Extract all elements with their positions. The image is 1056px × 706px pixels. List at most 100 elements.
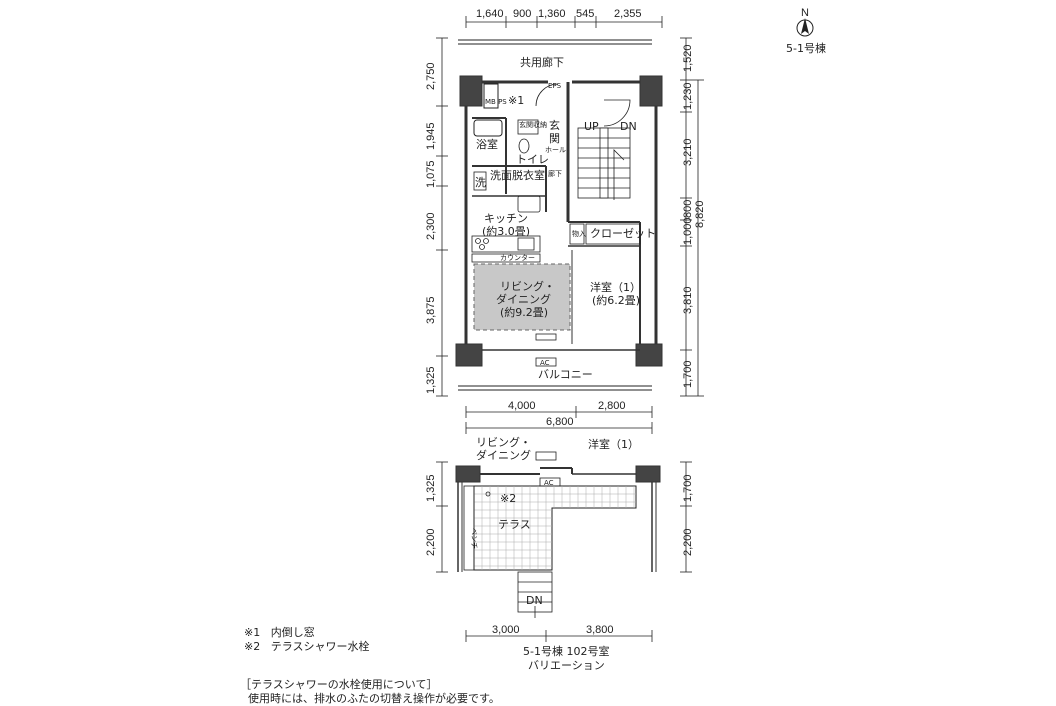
room-balcony: バルコニー bbox=[538, 368, 593, 381]
caption-unit: 5-1号棟 102号室 bbox=[523, 645, 610, 658]
closet-box bbox=[585, 223, 641, 245]
room-eps: EPS bbox=[548, 82, 562, 90]
top-dimension-line bbox=[465, 16, 663, 28]
room-toilet: トイレ bbox=[516, 153, 549, 166]
dim-left-4: 2,300 bbox=[425, 212, 437, 240]
dim-left2-2: 2,200 bbox=[425, 528, 437, 556]
dim-right-4: 800 bbox=[682, 200, 694, 218]
sink-icon bbox=[517, 195, 541, 213]
dim-top-3: 1,360 bbox=[538, 8, 566, 20]
room-bath: 浴室 bbox=[476, 137, 498, 151]
dim-right-6: 3,810 bbox=[682, 286, 694, 314]
room-kitchen-size: (約3.0畳) bbox=[482, 224, 530, 238]
room-living-1: リビング・ bbox=[500, 279, 555, 293]
room-kitchen: キッチン bbox=[484, 212, 528, 225]
living-area bbox=[473, 263, 571, 331]
stairs-down: DN bbox=[620, 120, 637, 133]
bottom-dimension-line bbox=[465, 406, 653, 434]
lower-living-2: ダイニング bbox=[476, 448, 531, 462]
bench-box bbox=[463, 485, 475, 571]
room-wash: 洗 bbox=[475, 176, 486, 189]
dim-right-2: 1,230 bbox=[682, 82, 694, 110]
lower-ac-indoor bbox=[535, 451, 557, 461]
dim-top-1: 1,640 bbox=[476, 8, 504, 20]
room-hallway: 廊下 bbox=[548, 169, 562, 178]
lower-ac: AC bbox=[544, 479, 554, 487]
dim-left-5: 3,875 bbox=[425, 296, 437, 324]
lower-dn: DN bbox=[526, 594, 543, 607]
terrace-grid bbox=[474, 486, 636, 570]
room-closet: クローゼット bbox=[590, 227, 656, 240]
caption-variation: バリエーション bbox=[528, 659, 605, 672]
entrance-door bbox=[535, 83, 559, 107]
corridor-rail bbox=[458, 39, 652, 45]
room-corridor: 共用廊下 bbox=[520, 55, 564, 69]
storage-box bbox=[569, 223, 585, 245]
dim-right-total: 8,820 bbox=[694, 200, 706, 228]
ac-unit bbox=[535, 357, 557, 367]
mbps-box bbox=[483, 83, 499, 109]
dim-right2-1: 1,700 bbox=[682, 474, 694, 502]
note-2: ※2 テラスシャワー水栓 bbox=[244, 638, 370, 654]
room-mono: 物入 bbox=[572, 229, 586, 238]
notes-box-title: ［テラスシャワーの水栓使用について］ bbox=[240, 678, 438, 691]
note-1: ※1 内倒し窓 bbox=[244, 624, 315, 640]
dim-right-5: 1,000 bbox=[682, 217, 694, 245]
notes-box-text: 使用時には、排水のふたの切替え操作が必要です。 bbox=[248, 692, 500, 705]
stairwell bbox=[577, 99, 631, 200]
room-bedroom: 洋室（1） bbox=[590, 280, 641, 294]
room-storage: 玄関収納 bbox=[519, 120, 547, 129]
compass-north: N bbox=[801, 7, 809, 19]
room-genkan-1: 玄 bbox=[549, 118, 560, 132]
room-bedroom-size: (約6.2畳) bbox=[592, 293, 640, 307]
lower-walls bbox=[455, 465, 661, 572]
ac-indoor bbox=[535, 333, 557, 341]
kitchen-counter bbox=[471, 235, 541, 263]
room-hall: ホール bbox=[545, 146, 566, 154]
room-ac: AC bbox=[540, 359, 550, 367]
dim-top-4: 545 bbox=[576, 8, 594, 20]
shoe-storage bbox=[517, 119, 539, 135]
dim-top-5: 2,355 bbox=[614, 8, 642, 20]
room-living-size: (約9.2畳) bbox=[500, 305, 548, 319]
dim-left2-1: 1,325 bbox=[425, 474, 437, 502]
compass-icon bbox=[796, 18, 814, 37]
dim-bottom-2: 2,800 bbox=[598, 400, 626, 412]
dim-left-2: 1,945 bbox=[425, 122, 437, 150]
note-1-mark: ※1 bbox=[244, 626, 261, 639]
dim-bottom2-1: 3,000 bbox=[492, 624, 520, 636]
compass-building: 5-1号棟 bbox=[786, 41, 826, 55]
room-genkan-2: 関 bbox=[549, 132, 560, 145]
lower-bench: ベンチ bbox=[470, 528, 478, 549]
dim-left-6: 1,325 bbox=[425, 366, 437, 394]
lower-living-1: リビング・ bbox=[476, 435, 531, 449]
room-mbps: MB PS bbox=[485, 98, 507, 106]
room-washroom: 洗面脱衣室 bbox=[490, 168, 545, 182]
lower-dimension-lines bbox=[436, 461, 692, 642]
note-2-text: テラスシャワー水栓 bbox=[270, 640, 370, 653]
dim-left-3: 1,075 bbox=[425, 160, 437, 188]
dim-right-1: 1,520 bbox=[682, 44, 694, 72]
lower-mark-2: ※2 bbox=[500, 492, 516, 505]
lower-terrace: テラス bbox=[498, 518, 531, 531]
dim-bottom2-2: 3,800 bbox=[586, 624, 614, 636]
balcony-rail bbox=[458, 385, 652, 391]
dim-top-2: 900 bbox=[513, 8, 531, 20]
dim-bottom-total: 6,800 bbox=[546, 416, 574, 428]
walls bbox=[455, 75, 663, 367]
note-2-mark: ※2 bbox=[244, 640, 261, 653]
room-counter: カウンター bbox=[500, 253, 535, 262]
lower-stairs bbox=[517, 571, 553, 618]
left-dimension-line bbox=[436, 37, 448, 397]
washer-box bbox=[473, 171, 487, 191]
right-dimension-line bbox=[680, 37, 704, 397]
dim-bottom-1: 4,000 bbox=[508, 400, 536, 412]
room-living-2: ダイニング bbox=[496, 292, 551, 306]
mark-1: ※1 bbox=[508, 94, 524, 107]
notes-box bbox=[237, 673, 499, 705]
dim-left-1: 2,750 bbox=[425, 62, 437, 90]
lower-bedroom: 洋室（1） bbox=[588, 437, 639, 451]
toilet-icon bbox=[518, 138, 530, 154]
stairs-up: UP bbox=[584, 120, 599, 133]
